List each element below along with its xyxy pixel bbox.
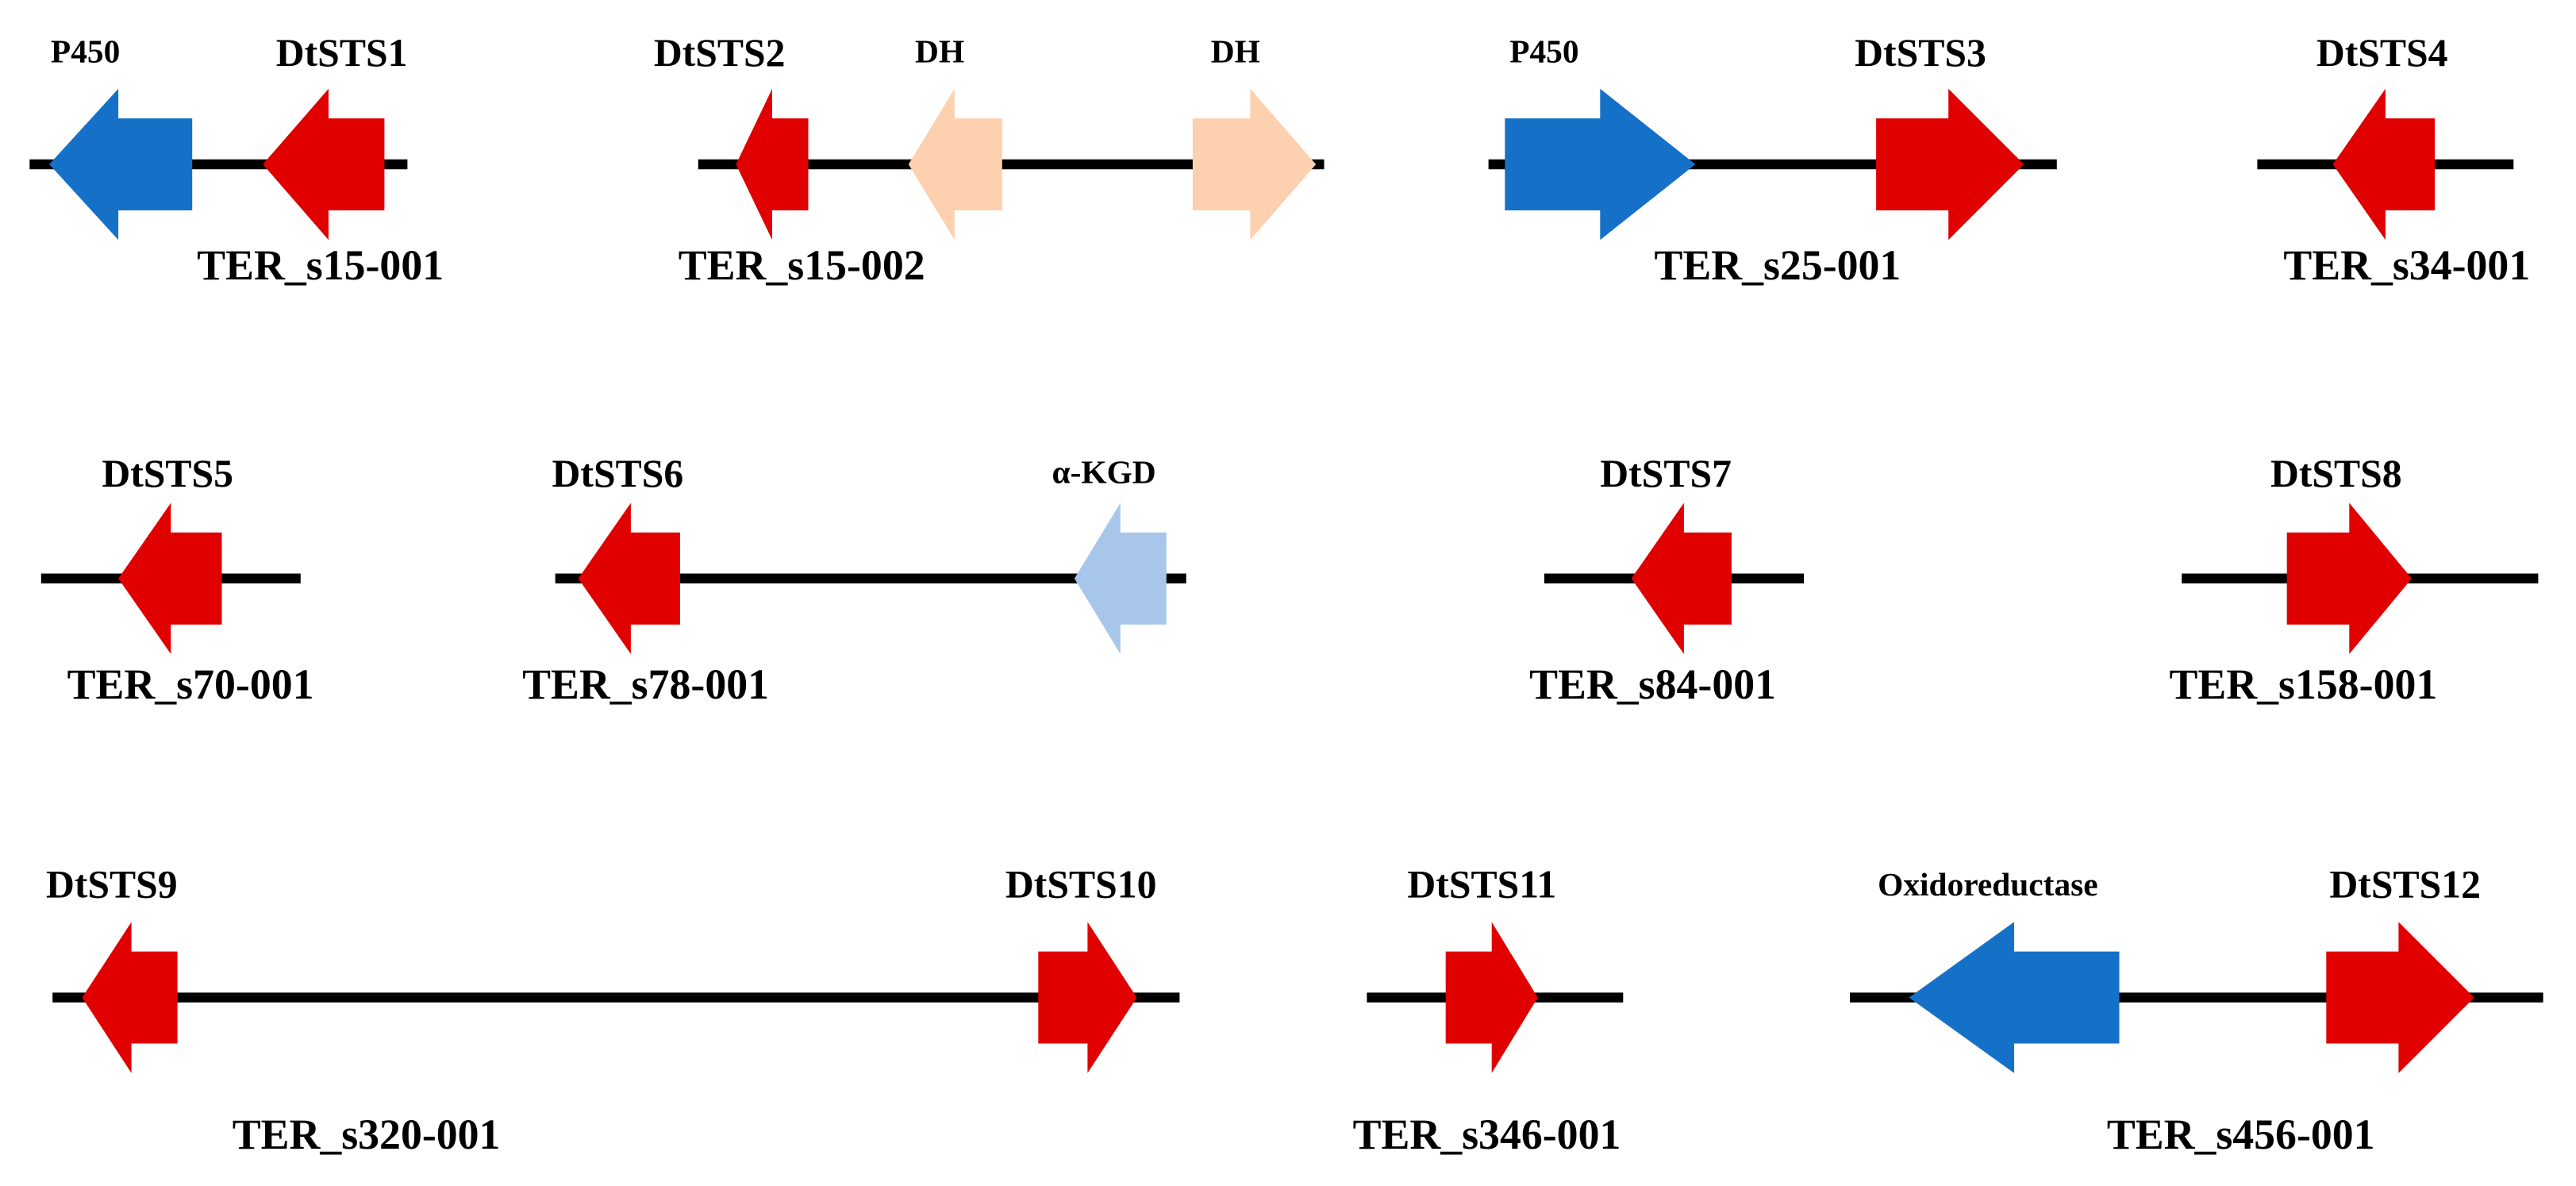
scaffold-label-ter-s15-002: TER_s15-002 [679,241,925,289]
gene-arrow-dtsts1 [263,88,385,241]
gene-arrow-dtsts4 [2332,88,2435,241]
scaffold-label-ter-s25-001: TER_s25-001 [1654,241,1901,289]
gene-label-kgd: α-KGD [1052,454,1156,491]
scaffold-label-ter-s34-001: TER_s34-001 [2283,241,2530,289]
gene-label-p450: P450 [1509,33,1578,70]
gene-arrow-oxidoreductase [1909,922,2120,1073]
scaffold-label-ter-s70-001: TER_s70-001 [67,660,314,708]
gene-label-dtsts7: DtSTS7 [1600,452,1732,495]
gene-label-dtsts2: DtSTS2 [654,31,786,75]
gene-label-dtsts6: DtSTS6 [552,452,684,495]
scaffold-label-ter-s456-001: TER_s456-001 [2107,1111,2375,1158]
scaffold-label-ter-s84-001: TER_s84-001 [1529,660,1776,708]
gene-label-oxidoreductase: Oxidoreductase [1878,866,2097,903]
gene-label-dtsts9: DtSTS9 [46,862,178,906]
gene-label-dtsts4: DtSTS4 [2316,31,2448,75]
scaffold-label-ter-s15-001: TER_s15-001 [197,241,444,289]
gene-arrow-dtsts10 [1038,922,1137,1073]
gene-label-dtsts10: DtSTS10 [1005,862,1157,906]
gene-arrow-dtsts5 [118,503,222,654]
gene-label-dtsts12: DtSTS12 [2329,862,2481,906]
scaffold-label-ter-s320-001: TER_s320-001 [233,1111,501,1158]
gene-label-dtsts1: DtSTS1 [276,31,408,75]
gene-arrow-p450 [1505,88,1696,241]
gene-label-dh: DH [1211,33,1260,70]
scaffold-label-ter-s78-001: TER_s78-001 [522,660,769,708]
cluster-ter-s15-002: DtSTS2 DH DH TER_s15-002 [654,31,1325,289]
gene-arrow-dtsts12 [2326,922,2474,1073]
gene-arrow-dtsts6 [578,503,680,654]
scaffold-label-ter-s346-001: TER_s346-001 [1353,1111,1621,1158]
gene-label-dh: DH [915,33,964,70]
gene-arrow-dh [1192,88,1317,241]
gene-label-dtsts8: DtSTS8 [2270,452,2402,495]
gene-label-dtsts3: DtSTS3 [1855,31,1986,75]
gene-arrow-dtsts8 [2286,503,2412,654]
gene-label-dtsts11: DtSTS11 [1407,862,1556,906]
gene-arrow-dh [908,88,1002,241]
gene-arrow-dtsts9 [82,922,178,1073]
gene-arrow-kgd [1074,503,1167,654]
cluster-ter-s78-001: DtSTS6 α-KGD TER_s78-001 [522,452,1186,708]
gene-label-p450: P450 [51,33,120,70]
gene-arrow-p450 [49,88,193,241]
gene-arrow-dtsts11 [1445,922,1538,1073]
gene-arrow-dtsts3 [1876,88,2024,241]
gene-arrow-dtsts2 [736,88,809,241]
scaffold-label-ter-s158-001: TER_s158-001 [2170,660,2438,708]
gene-arrow-dtsts7 [1631,503,1732,654]
gene-label-dtsts5: DtSTS5 [102,452,233,495]
